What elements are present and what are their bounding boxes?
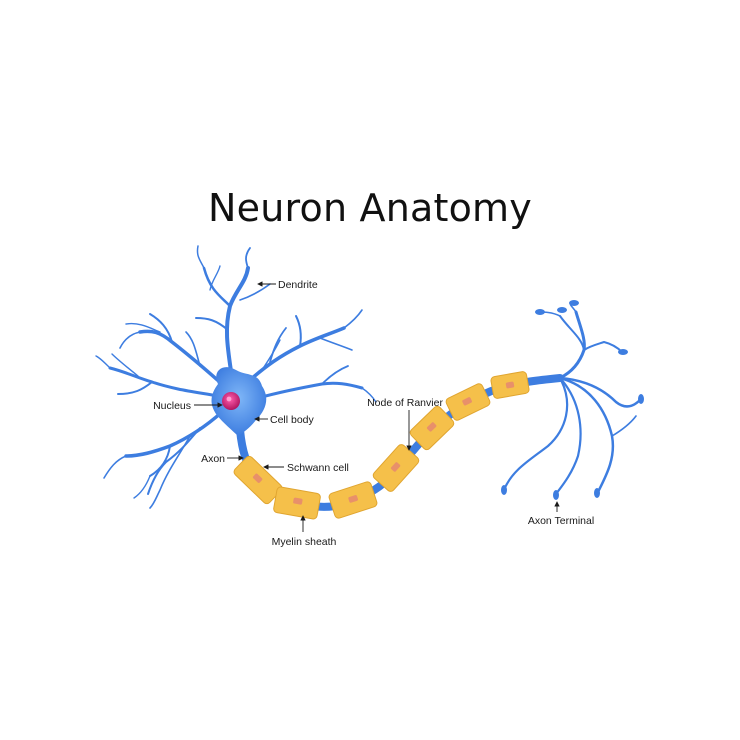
terminal-bulb	[594, 488, 600, 498]
myelin-segment	[273, 486, 321, 520]
label-cell-body: Cell body	[270, 414, 315, 426]
terminal-bulb	[557, 307, 567, 313]
label-dendrite: Dendrite	[278, 279, 318, 291]
axon-terminal-bulbs	[501, 300, 644, 500]
terminal-bulb	[569, 300, 579, 306]
terminal-bulb	[501, 485, 507, 495]
leader-lines	[194, 281, 560, 532]
label-axon-terminal: Axon Terminal	[528, 515, 594, 527]
myelin-segment	[233, 455, 283, 505]
label-node-of-ranvier: Node of Ranvier	[367, 397, 443, 409]
terminal-bulb	[618, 349, 628, 355]
label-axon: Axon	[201, 453, 225, 465]
label-schwann-cell: Schwann cell	[287, 462, 349, 474]
myelin-segment	[328, 481, 378, 519]
diagram-title: Neuron Anatomy	[208, 186, 532, 230]
nucleolus	[226, 396, 232, 402]
myelin-segment	[445, 383, 491, 421]
label-myelin-sheath: Myelin sheath	[272, 536, 337, 548]
myelin-segment	[409, 405, 455, 451]
labels: Dendrite Nucleus Cell body Axon Schwann …	[153, 279, 594, 548]
myelin-sheath	[233, 371, 530, 520]
terminal-bulb	[535, 309, 545, 315]
label-nucleus: Nucleus	[153, 400, 191, 412]
dendrites	[95, 245, 377, 509]
terminal-bulb	[638, 394, 644, 404]
myelin-segment	[490, 371, 530, 399]
myelin-segment	[372, 444, 420, 492]
nucleus	[222, 392, 240, 410]
terminal-bulb	[553, 490, 559, 500]
